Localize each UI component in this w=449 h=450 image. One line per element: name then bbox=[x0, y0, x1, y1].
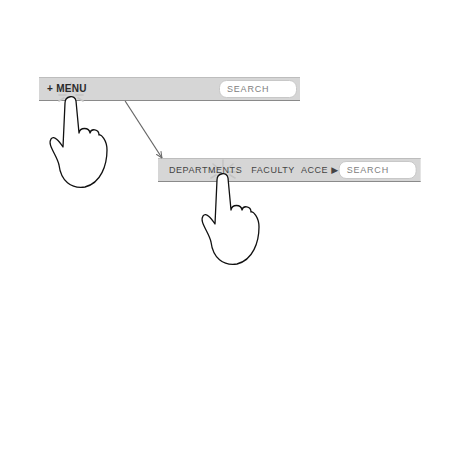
search-box: SEARCH bbox=[219, 80, 297, 98]
tap-hand bbox=[202, 160, 259, 264]
menu-label: FACULTY bbox=[251, 166, 295, 175]
bar-edge bbox=[158, 158, 421, 159]
search-field bbox=[220, 81, 297, 98]
search-box: SEARCH bbox=[339, 161, 417, 179]
bar-edge bbox=[39, 77, 300, 78]
search-placeholder: SEARCH bbox=[227, 85, 269, 94]
transition-arrow bbox=[125, 101, 162, 158]
tap-hand bbox=[50, 83, 107, 187]
bar-edge bbox=[39, 100, 300, 101]
hand-outline bbox=[202, 174, 259, 265]
hand-outline bbox=[50, 97, 107, 188]
menu-label: ▶ bbox=[331, 166, 338, 175]
menu-bar: + MENU SEARCH bbox=[39, 77, 300, 101]
bar-fill bbox=[158, 158, 421, 182]
menu-label: DEPARTMENTS bbox=[169, 166, 242, 175]
menu-label: + MENU bbox=[47, 84, 87, 94]
search-field bbox=[339, 162, 416, 179]
search-placeholder: SEARCH bbox=[347, 166, 389, 175]
bar-edge bbox=[158, 181, 421, 182]
menu-bar-expanded: DEPARTMENTS FACULTY ACCE▶ SEARCH bbox=[158, 158, 421, 182]
bar-fill bbox=[39, 77, 300, 101]
menu-label: ACCE bbox=[301, 166, 328, 175]
